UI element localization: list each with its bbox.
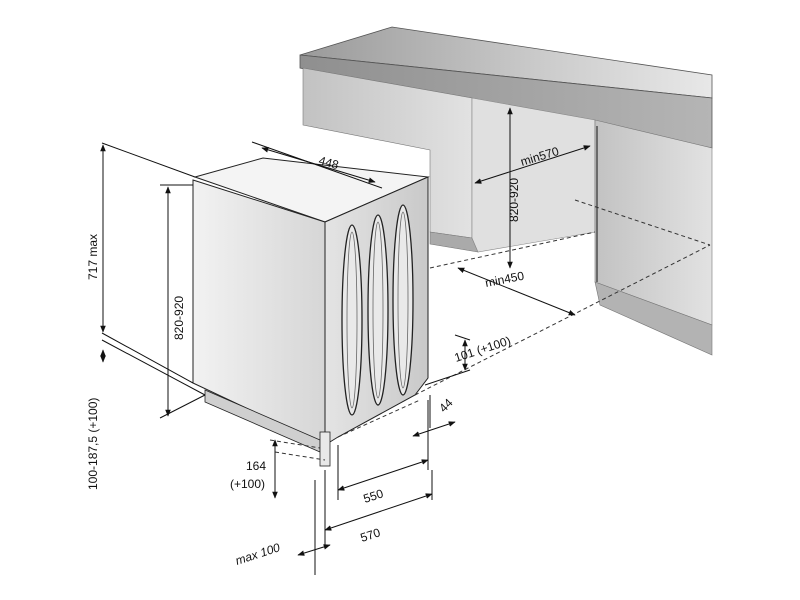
label-right-offset: 44	[436, 396, 456, 416]
label-depth-570: 570	[359, 525, 383, 545]
label-max-100: max 100	[234, 540, 282, 568]
label-niche-height: 820-920	[507, 178, 521, 222]
label-left-plinth-a: 164	[246, 459, 266, 473]
dimension-lines	[100, 107, 591, 575]
label-left-plinth-b: (+100)	[230, 477, 265, 491]
kitchen-cabinets	[299, 26, 713, 356]
label-width-448: 448	[317, 153, 340, 172]
niche-back-wall	[471, 97, 596, 253]
dishwasher-foot	[319, 431, 331, 467]
label-unit-height: 820-920	[172, 296, 186, 340]
side-ribs	[341, 204, 414, 416]
right-cabinet-plinth	[594, 281, 713, 356]
dishwasher	[192, 157, 430, 467]
label-right-plinth: 101 (+100)	[453, 333, 513, 364]
label-total-height: 717 max	[86, 234, 100, 280]
label-plinth-gap: 100-187,5 (+100)	[86, 398, 100, 490]
label-depth-550: 550	[362, 486, 386, 506]
